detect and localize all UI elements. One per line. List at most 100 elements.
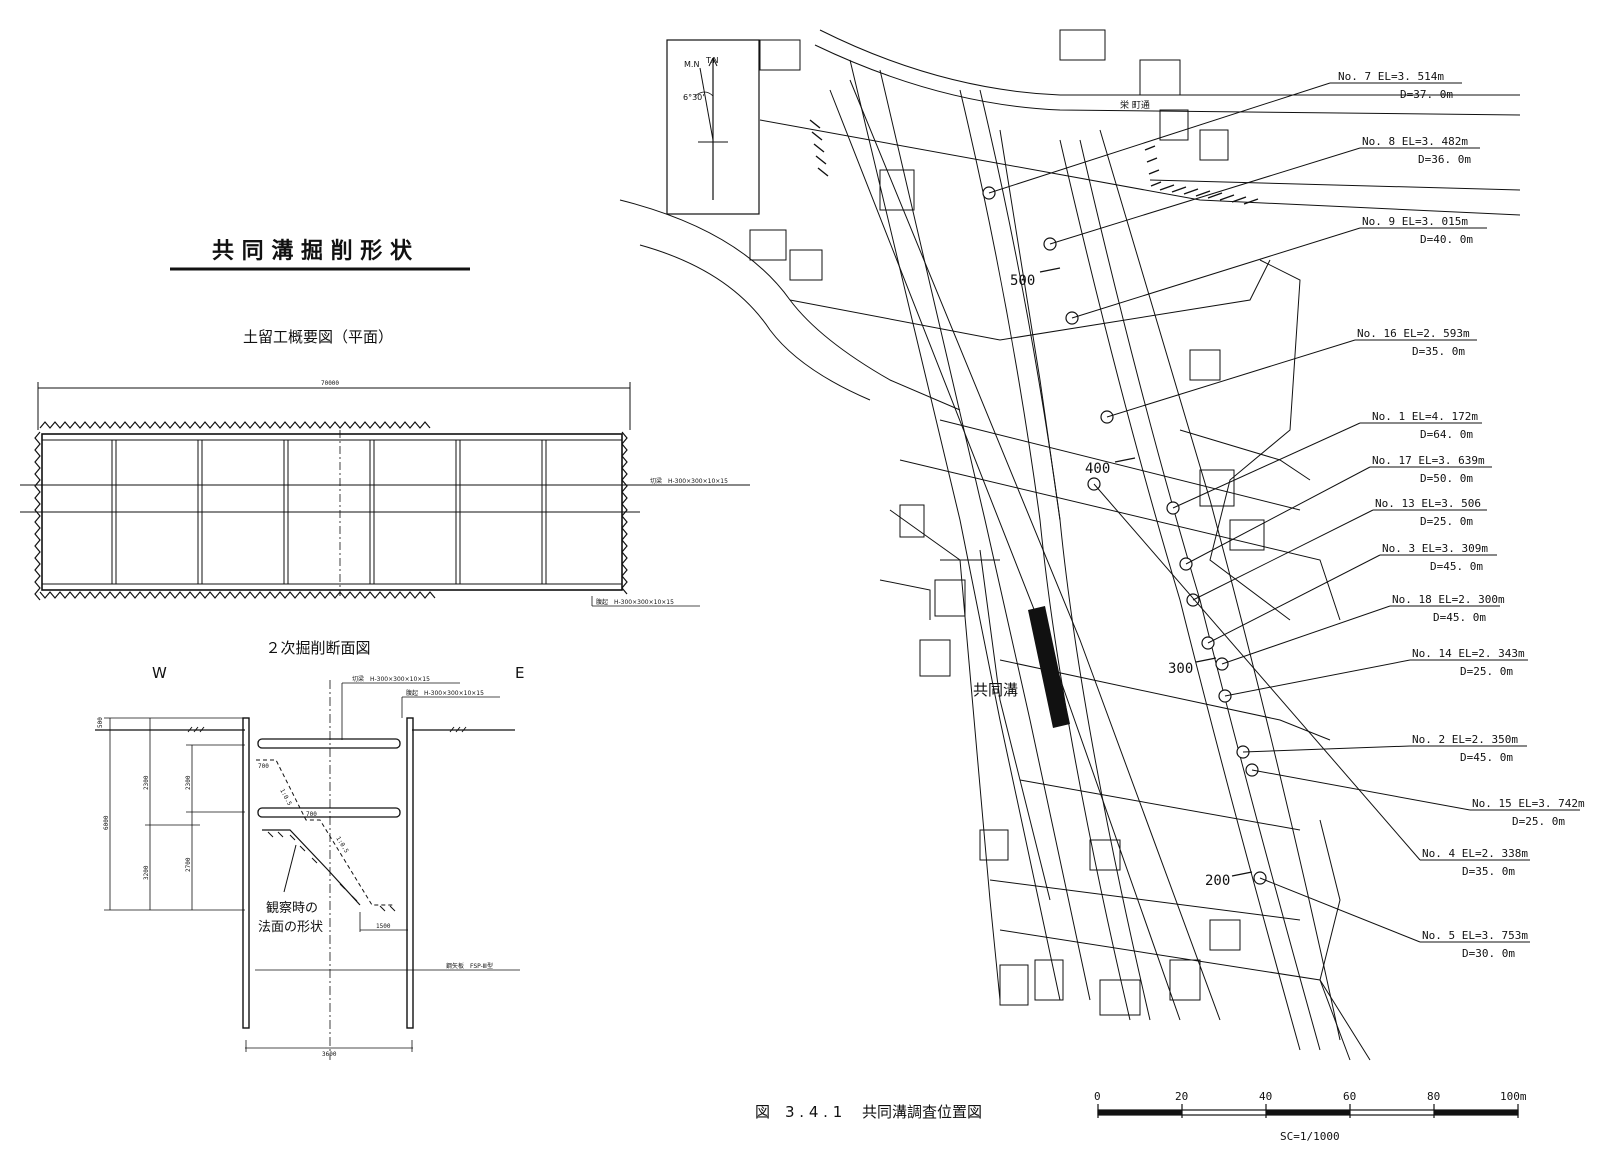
trench-label: 共同溝 — [973, 681, 1018, 699]
main-title: 共 同 溝 掘 削 形 状 — [212, 238, 413, 264]
excavation-profile-dashed — [256, 759, 395, 906]
site-map: M.N T.N 6°30' — [619, 29, 1585, 1061]
plan-title: 土留工概要図（平面） — [243, 328, 393, 346]
plan-dim-text: 70000 — [321, 380, 339, 387]
borehole-9-d: D=40. 0m — [1420, 233, 1473, 246]
borehole-4-no: No. 4 EL=2. 338m — [1422, 847, 1528, 860]
borehole-7-d: D=37. 0m — [1400, 88, 1453, 101]
scale-bar-seg-5 — [1434, 1110, 1518, 1115]
north-mn-line — [699, 67, 714, 141]
plan-sheetpile-right — [621, 431, 628, 595]
station-300: 300 — [1168, 661, 1193, 677]
section-view: ２次掘削断面図 W E 切梁 H-300×300×10×15 腹起 H-300×… — [95, 639, 524, 1060]
plan-note-strut: 切梁 H-300×300×10×15 — [650, 477, 728, 485]
borehole-5-d: D=30. 0m — [1462, 947, 1515, 960]
figure-caption: 図 3 . 4 . 1 共同溝調査位置図 — [755, 1103, 982, 1121]
scale-tick-40: 40 — [1259, 1090, 1272, 1103]
section-note-strut: 切梁 H-300×300×10×15 — [352, 675, 430, 683]
borehole-14-no: No. 14 EL=2. 343m — [1412, 647, 1525, 660]
station-500: 500 — [1010, 273, 1035, 289]
borehole-8-no: No. 8 EL=3. 482m — [1362, 135, 1468, 148]
street-label: 栄 町通 — [1120, 99, 1150, 111]
section-dims-left — [104, 717, 245, 911]
sheetpile-east — [406, 717, 414, 1029]
borehole-1-d: D=64. 0m — [1420, 428, 1473, 441]
dim-2700: 2700 — [185, 857, 192, 872]
borehole-13-d: D=25. 0m — [1420, 515, 1473, 528]
scale-bar: 0 20 40 60 80 100m SC=1/1000 — [1094, 1090, 1527, 1143]
scale-tick-80: 80 — [1427, 1090, 1440, 1103]
dim-1500: 1500 — [376, 923, 391, 930]
borehole-5-no: No. 5 EL=3. 753m — [1422, 929, 1528, 942]
station-ticks — [1039, 267, 1253, 877]
dim-3600: 3600 — [322, 1051, 337, 1058]
borehole-16-no: No. 16 EL=2. 593m — [1357, 327, 1470, 340]
hatch-pavement-3 — [1144, 145, 1162, 187]
borehole-17-d: D=50. 0m — [1420, 472, 1473, 485]
borehole-leaders — [988, 82, 1580, 943]
observe-label-1: 観察時の — [266, 901, 318, 916]
label-west: W — [152, 664, 167, 682]
borehole-15-d: D=25. 0m — [1512, 815, 1565, 828]
plan-note-wale: 腹起 H-300×300×10×15 — [596, 598, 674, 606]
borehole-13-no: No. 13 EL=3. 506 — [1375, 497, 1481, 510]
ground-hatch — [187, 726, 467, 733]
plan-sheetpile-top — [39, 421, 431, 429]
dim-6000: 6000 — [103, 815, 110, 830]
map-buildings — [749, 29, 1265, 1016]
borehole-17-no: No. 17 EL=3. 639m — [1372, 454, 1485, 467]
borehole-18-no: No. 18 EL=2. 300m — [1392, 593, 1505, 606]
dim-2300-b: 2300 — [185, 775, 192, 790]
section-note-wale: 腹起 H-300×300×10×15 — [406, 689, 484, 697]
borehole-labels: No. 7 EL=3. 514m D=37. 0m No. 8 EL=3. 48… — [1338, 70, 1585, 960]
scale-label: SC=1/1000 — [1280, 1130, 1340, 1143]
dim-500: 500 — [97, 717, 104, 728]
dim-700-b: 700 — [306, 811, 317, 818]
strut-lower — [257, 807, 401, 818]
slope-hatch — [267, 831, 396, 912]
borehole-8-d: D=36. 0m — [1418, 153, 1471, 166]
borehole-7-no: No. 7 EL=3. 514m — [1338, 70, 1444, 83]
station-200: 200 — [1205, 873, 1230, 889]
dim-slope-1: 1:0.5 — [278, 788, 293, 808]
north-angle-arc — [694, 91, 714, 97]
plan-sheetpile-bottom — [39, 591, 436, 599]
dim-3200: 3200 — [143, 865, 150, 880]
borehole-2-d: D=45. 0m — [1460, 751, 1513, 764]
main-title-group: 共 同 溝 掘 削 形 状 — [170, 238, 470, 271]
borehole-4-d: D=35. 0m — [1462, 865, 1515, 878]
dim-slope-2: 1:0.5 — [334, 835, 350, 854]
section-title: ２次掘削断面図 — [265, 639, 370, 657]
north-angle-label: 6°30' — [683, 93, 704, 102]
observed-slope — [262, 829, 361, 906]
borehole-3-no: No. 3 EL=3. 309m — [1382, 542, 1488, 555]
borehole-16-d: D=35. 0m — [1412, 345, 1465, 358]
trench-location — [1028, 606, 1070, 728]
station-400: 400 — [1085, 461, 1110, 477]
scale-tick-20: 20 — [1175, 1090, 1188, 1103]
borehole-1-no: No. 1 EL=4. 172m — [1372, 410, 1478, 423]
section-note-sheetpile: 鋼矢板 FSP-Ⅲ型 — [446, 962, 493, 970]
dim-700-a: 700 — [258, 763, 269, 770]
dim-2300-a: 2300 — [143, 775, 150, 790]
plan-sheetpile-left — [34, 431, 41, 601]
scale-bar-seg-3 — [1266, 1110, 1350, 1115]
borehole-2-no: No. 2 EL=2. 350m — [1412, 733, 1518, 746]
hatch-pavement-1 — [1159, 184, 1259, 205]
scale-tick-0: 0 — [1094, 1090, 1101, 1103]
borehole-14-d: D=25. 0m — [1460, 665, 1513, 678]
strut-upper — [257, 738, 401, 749]
borehole-9-no: No. 9 EL=3. 015m — [1362, 215, 1468, 228]
borehole-3-d: D=45. 0m — [1430, 560, 1483, 573]
scale-tick-60: 60 — [1343, 1090, 1356, 1103]
scale-tick-100: 100m — [1500, 1090, 1527, 1103]
label-east: E — [515, 664, 524, 682]
north-tn-label: T.N — [705, 56, 718, 65]
borehole-15-no: No. 15 EL=3. 742m — [1472, 797, 1585, 810]
north-tn-arrow-r — [712, 57, 718, 67]
scale-tick-labels: 0 20 40 60 80 100m — [1094, 1090, 1527, 1103]
scale-ticks — [1097, 1104, 1519, 1118]
north-tn-arrow-l — [708, 57, 714, 67]
observe-leader — [283, 844, 297, 893]
